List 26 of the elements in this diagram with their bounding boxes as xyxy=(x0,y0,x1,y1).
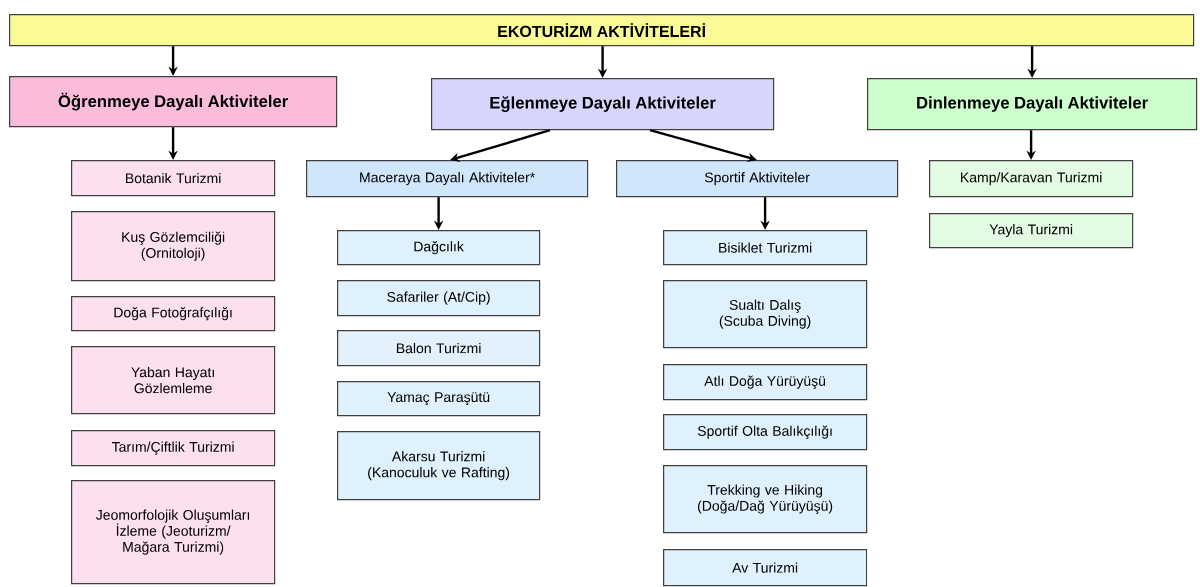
activity-box: Av Turizmi xyxy=(663,549,868,587)
activity-box: Yaban Hayatı Gözlemleme xyxy=(71,346,276,415)
activity-box: Sualtı Dalış (Scuba Diving) xyxy=(663,280,868,349)
activity-box: Safariler (At/Cip) xyxy=(337,280,541,317)
activity-box: Akarsu Turizmi (Kanoculuk ve Rafting) xyxy=(337,431,541,501)
arrow xyxy=(450,129,551,162)
category-box: Dinlenmeye Dayalı Aktiviteler xyxy=(867,78,1198,131)
activity-box: Jeomorfolojik Oluşumları İzleme (Jeoturizm/ Mağara Turizmi) xyxy=(71,480,276,585)
activity-box: Kamp/Karavan Turizmi xyxy=(929,160,1134,198)
activity-box: Yamaç Paraşütü xyxy=(337,381,541,417)
title-box: EKOTURİZM AKTİVİTELERİ xyxy=(9,14,1195,47)
category-box: Öğrenmeye Dayalı Aktiviteler xyxy=(9,76,338,128)
activity-box: Kuş Gözlemciliği (Ornitoloji) xyxy=(71,211,276,282)
subcategory-box: Sportif Aktiviteler xyxy=(616,160,899,198)
activity-box: Tarım/Çiftlik Turizmi xyxy=(71,430,276,467)
activity-box: Balon Turizmi xyxy=(337,330,541,367)
category-box: Eğlenmeye Dayalı Aktiviteler xyxy=(431,78,775,131)
subcategory-box: Maceraya Dayalı Aktiviteler* xyxy=(306,160,589,198)
activity-box: Bisiklet Turizmi xyxy=(663,230,868,266)
activity-box: Dağcılık xyxy=(337,230,541,266)
activity-box: Botanik Turizmi xyxy=(71,160,276,197)
activity-box: Doğa Fotoğrafçılığı xyxy=(71,296,276,332)
activity-box: Atlı Doğa Yürüyüşü xyxy=(663,364,868,401)
activity-box: Trekking ve Hiking (Doğa/Dağ Yürüyüşü) xyxy=(663,465,868,534)
activity-box: Yayla Turizmi xyxy=(929,213,1134,249)
activity-box: Sportif Olta Balıkçılığı xyxy=(663,414,868,451)
